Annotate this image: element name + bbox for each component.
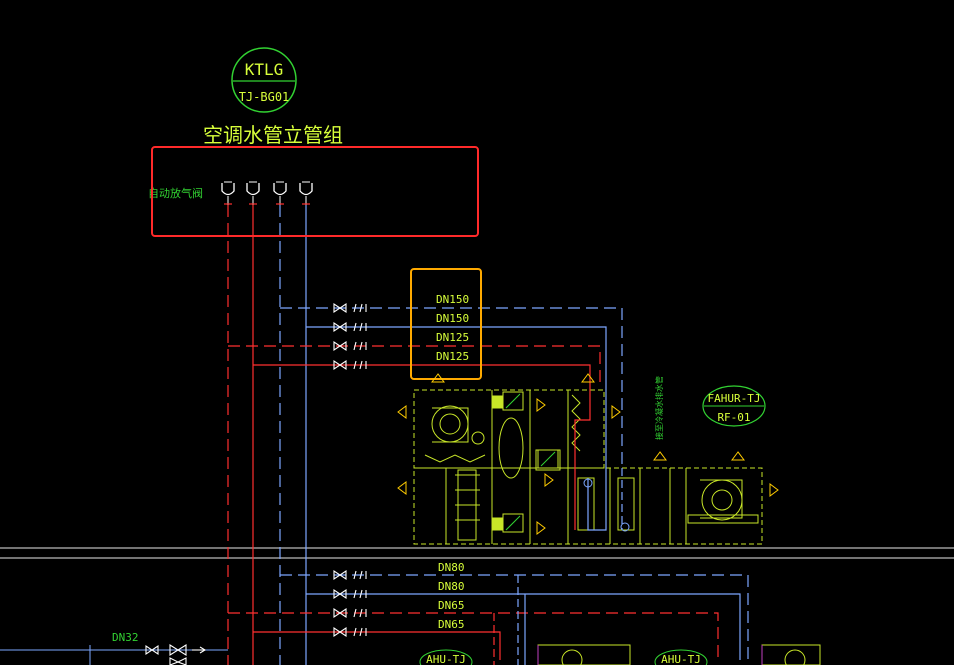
riser-tag: KTLG TJ-BG01 [231,47,297,113]
riser-highlight-box [151,146,479,237]
riser-tag-code: KTLG [245,60,284,79]
unit-side-note: 接至冷凝水排水管 [654,376,664,440]
ahu-lower-section [413,467,763,545]
condensate-drain: DN32 [0,631,228,665]
drain-label: DN32 [112,631,139,644]
riser-title: 空调水管立管组 [203,123,343,147]
upper-pipe-label: DN125 [436,331,469,344]
unit-tag: FAHUR-TJ RF-01 [702,385,766,427]
vent-valve-label: 自动放气阀 [148,186,203,200]
lower-branch-valves [333,569,367,638]
ahu-tag-right: AHU-TJ [661,653,701,665]
lower-branch-pipes [228,574,749,665]
riser-tag-number: TJ-BG01 [239,90,290,104]
lower-pipe-label: DN65 [438,599,465,612]
upper-pipe-label: DN125 [436,350,469,363]
upper-pipe-labels: DN150 DN150 DN125 DN125 [436,293,469,363]
lower-pipe-label: DN80 [438,580,465,593]
ahu-coil-pipes [574,385,630,532]
ahu-tag-left: AHU-TJ [426,653,466,665]
riser-pipes [227,205,307,665]
upper-branch-pipes [228,307,623,468]
upper-branch-valves [333,302,367,371]
lower-pipe-label: DN65 [438,618,465,631]
lower-pipe-label: DN80 [438,561,465,574]
bottom-ahu-units [419,644,821,665]
airflow-arrows [397,373,779,535]
air-vent-valves [221,181,313,205]
pipe-size-highlight-box [410,268,482,380]
unit-tag-number: RF-01 [717,411,750,424]
upper-pipe-label: DN150 [436,312,469,325]
ahu-upper-section [413,389,605,479]
damper-icons [491,391,559,533]
upper-pipe-label: DN150 [436,293,469,306]
lower-pipe-labels: DN80 DN80 DN65 DN65 [438,561,465,631]
unit-tag-code: FAHUR-TJ [708,392,761,405]
